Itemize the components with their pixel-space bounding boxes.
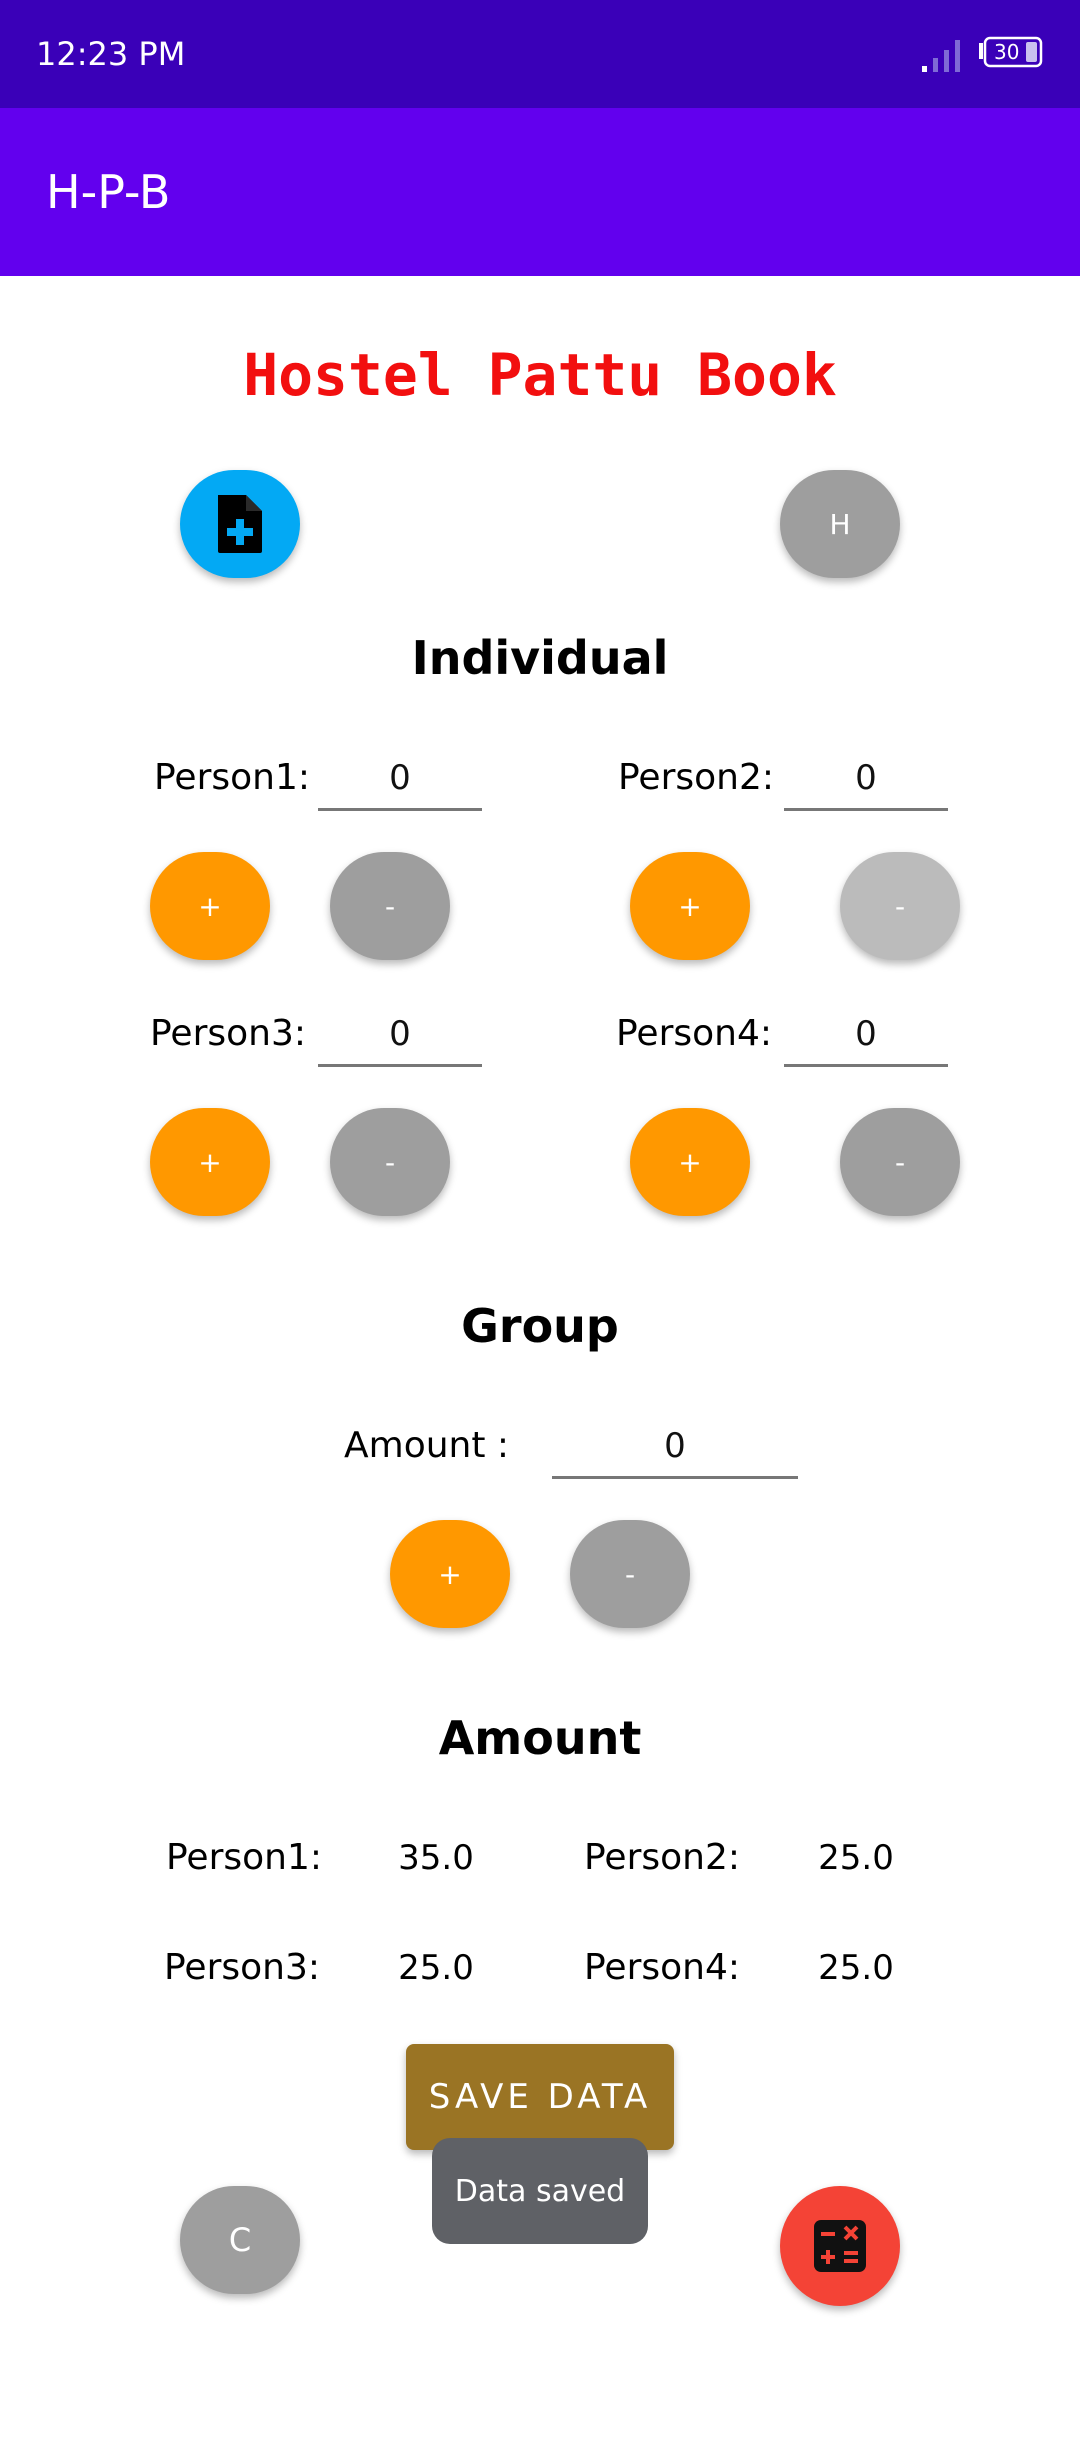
amount-person1-label: Person1: xyxy=(166,1837,323,1878)
person1-minus-button[interactable]: - xyxy=(330,852,450,960)
battery-level: 30 xyxy=(994,40,1020,64)
person3-minus-button[interactable]: - xyxy=(330,1108,450,1216)
calculator-button[interactable] xyxy=(780,2186,900,2306)
group-plus-button[interactable]: + xyxy=(390,1520,510,1628)
status-bar: 12:23 PM 30 xyxy=(0,0,1080,108)
clear-button[interactable]: C xyxy=(180,2186,300,2294)
status-time: 12:23 PM xyxy=(36,35,186,73)
battery-icon: 30 xyxy=(978,36,1044,68)
person1-plus-button[interactable]: + xyxy=(150,852,270,960)
person1-input[interactable] xyxy=(318,748,482,811)
amount-person3-label: Person3: xyxy=(164,1947,321,1988)
amount-person2-value: 25.0 xyxy=(818,1838,894,1878)
person2-label: Person2: xyxy=(618,757,775,798)
amount-person1-value: 35.0 xyxy=(398,1838,474,1878)
app-bar: H-P-B xyxy=(0,108,1080,276)
person4-label: Person4: xyxy=(616,1013,773,1054)
person3-input[interactable] xyxy=(318,1004,482,1067)
person4-minus-button[interactable]: - xyxy=(840,1108,960,1216)
person4-input[interactable] xyxy=(784,1004,948,1067)
app-title: H-P-B xyxy=(46,165,171,219)
group-title: Group xyxy=(461,1299,619,1353)
person2-plus-button[interactable]: + xyxy=(630,852,750,960)
group-amount-input[interactable] xyxy=(552,1416,798,1479)
amount-person4-value: 25.0 xyxy=(818,1948,894,1988)
calculator-icon xyxy=(814,2220,866,2272)
person3-plus-button[interactable]: + xyxy=(150,1108,270,1216)
individual-title: Individual xyxy=(411,631,669,685)
person1-label: Person1: xyxy=(154,757,311,798)
group-amount-label: Amount : xyxy=(344,1425,510,1466)
amount-person4-label: Person4: xyxy=(584,1947,741,1988)
amount-title: Amount xyxy=(438,1711,642,1765)
history-button[interactable]: H xyxy=(780,470,900,578)
person2-minus-button[interactable]: - xyxy=(840,852,960,960)
group-minus-button[interactable]: - xyxy=(570,1520,690,1628)
amount-person2-label: Person2: xyxy=(584,1837,741,1878)
amount-person3-value: 25.0 xyxy=(398,1948,474,1988)
signal-icon xyxy=(922,40,960,72)
note-add-icon xyxy=(218,495,262,553)
person2-input[interactable] xyxy=(784,748,948,811)
page-title: Hostel Pattu Book xyxy=(243,341,837,409)
person3-label: Person3: xyxy=(150,1013,307,1054)
person4-plus-button[interactable]: + xyxy=(630,1108,750,1216)
add-note-button[interactable] xyxy=(180,470,300,578)
save-data-button[interactable]: SAVE DATA xyxy=(406,2044,674,2150)
toast-message: Data saved xyxy=(432,2138,648,2244)
